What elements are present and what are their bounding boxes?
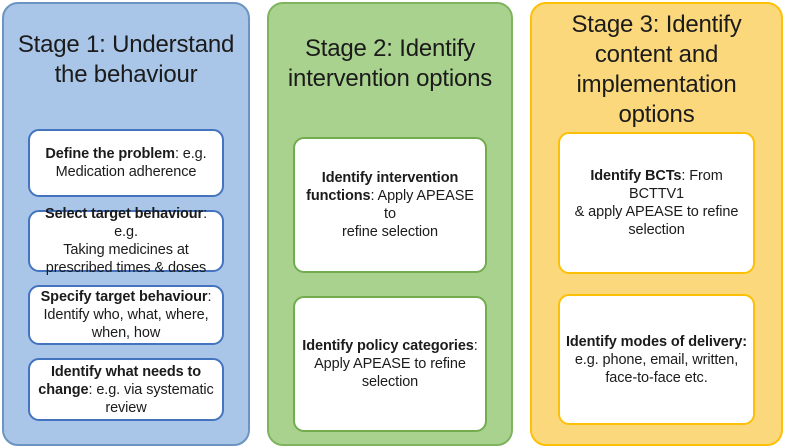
step-lead: Identify policy categories xyxy=(302,338,474,354)
step-detail: : From BCTTV1 & apply APEASE to refine s… xyxy=(574,168,739,238)
step-lead: Identify modes of delivery: xyxy=(566,333,748,350)
step-identify-bcts-text: Identify BCTs: From BCTTV1 & apply APEAS… xyxy=(566,167,747,239)
step-lead: Identify what needs to change xyxy=(38,363,202,398)
step-lead: Identify BCTs xyxy=(590,168,682,184)
stage-3-title: Stage 3: Identify content and implementa… xyxy=(571,11,742,128)
stage-2-steps: Identify intervention functions: Apply A… xyxy=(269,137,511,432)
stage-1-title: Stage 1: Understand the behaviour xyxy=(17,31,235,88)
step-lead: Identify intervention functions xyxy=(306,170,459,204)
step-select-target-behaviour-text: Select target behaviour: e.g. Taking med… xyxy=(36,205,216,277)
stage-1-steps: Define the problem: e.g. Medication adhe… xyxy=(4,129,248,421)
step-detail: : Apply APEASE to refine selection xyxy=(314,338,478,390)
step-identify-bcts: Identify BCTs: From BCTTV1 & apply APEAS… xyxy=(558,132,755,274)
step-detail: : Identify who, what, where, when, how xyxy=(43,289,212,341)
step-define-problem: Define the problem: e.g. Medication adhe… xyxy=(28,129,224,197)
step-lead: Select target behaviour xyxy=(45,206,204,222)
step-detail: : e.g. Taking medicines at prescribed ti… xyxy=(45,206,207,276)
stage-3-steps: Identify BCTs: From BCTTV1 & apply APEAS… xyxy=(532,132,781,425)
stage-1-column: Stage 1: Understand the behaviour Define… xyxy=(2,2,250,446)
step-select-target-behaviour: Select target behaviour: e.g. Taking med… xyxy=(28,206,224,276)
step-lead: Define the problem xyxy=(45,146,175,162)
step-identify-modes-of-delivery-text: Identify modes of delivery: e.g. phone, … xyxy=(566,333,747,387)
stage-3-column: Stage 3: Identify content and implementa… xyxy=(530,2,783,446)
step-identify-what-needs-to-change-text: Identify what needs to change: e.g. via … xyxy=(38,363,214,417)
step-identify-modes-of-delivery: Identify modes of delivery: e.g. phone, … xyxy=(558,294,755,425)
step-detail: : e.g. via systematic review xyxy=(88,381,214,416)
step-identify-policy-categories: Identify policy categories: Apply APEASE… xyxy=(293,296,487,432)
stage-2-column: Stage 2: Identify intervention options I… xyxy=(267,2,513,446)
stage-2-title: Stage 2: Identify intervention options xyxy=(287,35,493,92)
step-define-problem-text: Define the problem: e.g. Medication adhe… xyxy=(45,145,206,181)
step-detail: : Apply APEASE to refine selection xyxy=(342,188,474,240)
step-identify-intervention-functions-text: Identify intervention functions: Apply A… xyxy=(301,169,479,241)
step-identify-policy-categories-text: Identify policy categories: Apply APEASE… xyxy=(302,337,477,391)
step-specify-target-behaviour: Specify target behaviour: Identify who, … xyxy=(28,285,224,345)
step-identify-what-needs-to-change: Identify what needs to change: e.g. via … xyxy=(28,358,224,421)
step-specify-target-behaviour-text: Specify target behaviour: Identify who, … xyxy=(41,288,212,342)
step-detail: e.g. phone, email, written, face-to-face… xyxy=(574,351,739,386)
step-detail: : e.g. Medication adherence xyxy=(55,146,207,180)
step-identify-intervention-functions: Identify intervention functions: Apply A… xyxy=(293,137,487,273)
step-lead: Specify target behaviour xyxy=(40,289,208,305)
